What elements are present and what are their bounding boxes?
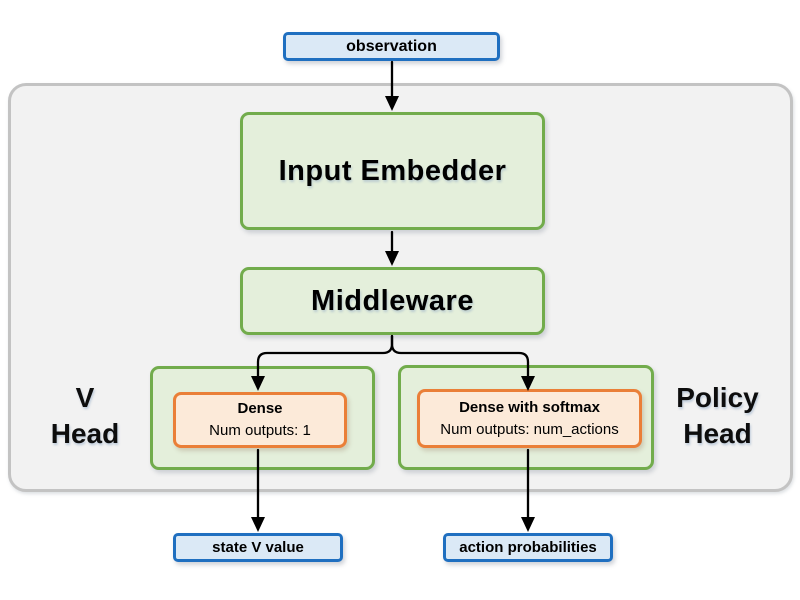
node-input-embedder: Input Embedder <box>240 112 545 230</box>
v-head-label: V Head <box>30 380 140 452</box>
v-head-label-line2: Head <box>50 418 120 449</box>
node-input-embedder-label: Input Embedder <box>278 154 507 187</box>
node-v-dense-subtitle: Num outputs: 1 <box>209 422 311 439</box>
node-state-v-value: state V value <box>173 533 343 562</box>
arrowhead-v-dense-to-state-v-value <box>251 517 265 532</box>
node-observation-label: observation <box>346 37 437 55</box>
policy-head-label: Policy Head <box>645 380 790 452</box>
node-action-probabilities-label: action probabilities <box>459 539 597 556</box>
node-v-dense: Dense Num outputs: 1 <box>173 392 347 448</box>
node-middleware-label: Middleware <box>311 284 474 317</box>
node-policy-dense: Dense with softmax Num outputs: num_acti… <box>417 389 642 448</box>
v-head-label-line1: V <box>75 382 95 413</box>
policy-head-label-line2: Head <box>683 418 752 449</box>
arrowhead-policy-dense-to-action-probabilities <box>521 517 535 532</box>
node-state-v-value-label: state V value <box>212 539 304 556</box>
node-policy-dense-title: Dense with softmax <box>459 398 600 416</box>
node-v-dense-title: Dense <box>237 400 283 417</box>
node-policy-dense-subtitle: Num outputs: num_actions <box>440 420 619 438</box>
node-action-probabilities: action probabilities <box>443 533 613 562</box>
policy-head-label-line1: Policy <box>676 382 759 413</box>
node-observation: observation <box>283 32 500 61</box>
node-middleware: Middleware <box>240 267 545 335</box>
